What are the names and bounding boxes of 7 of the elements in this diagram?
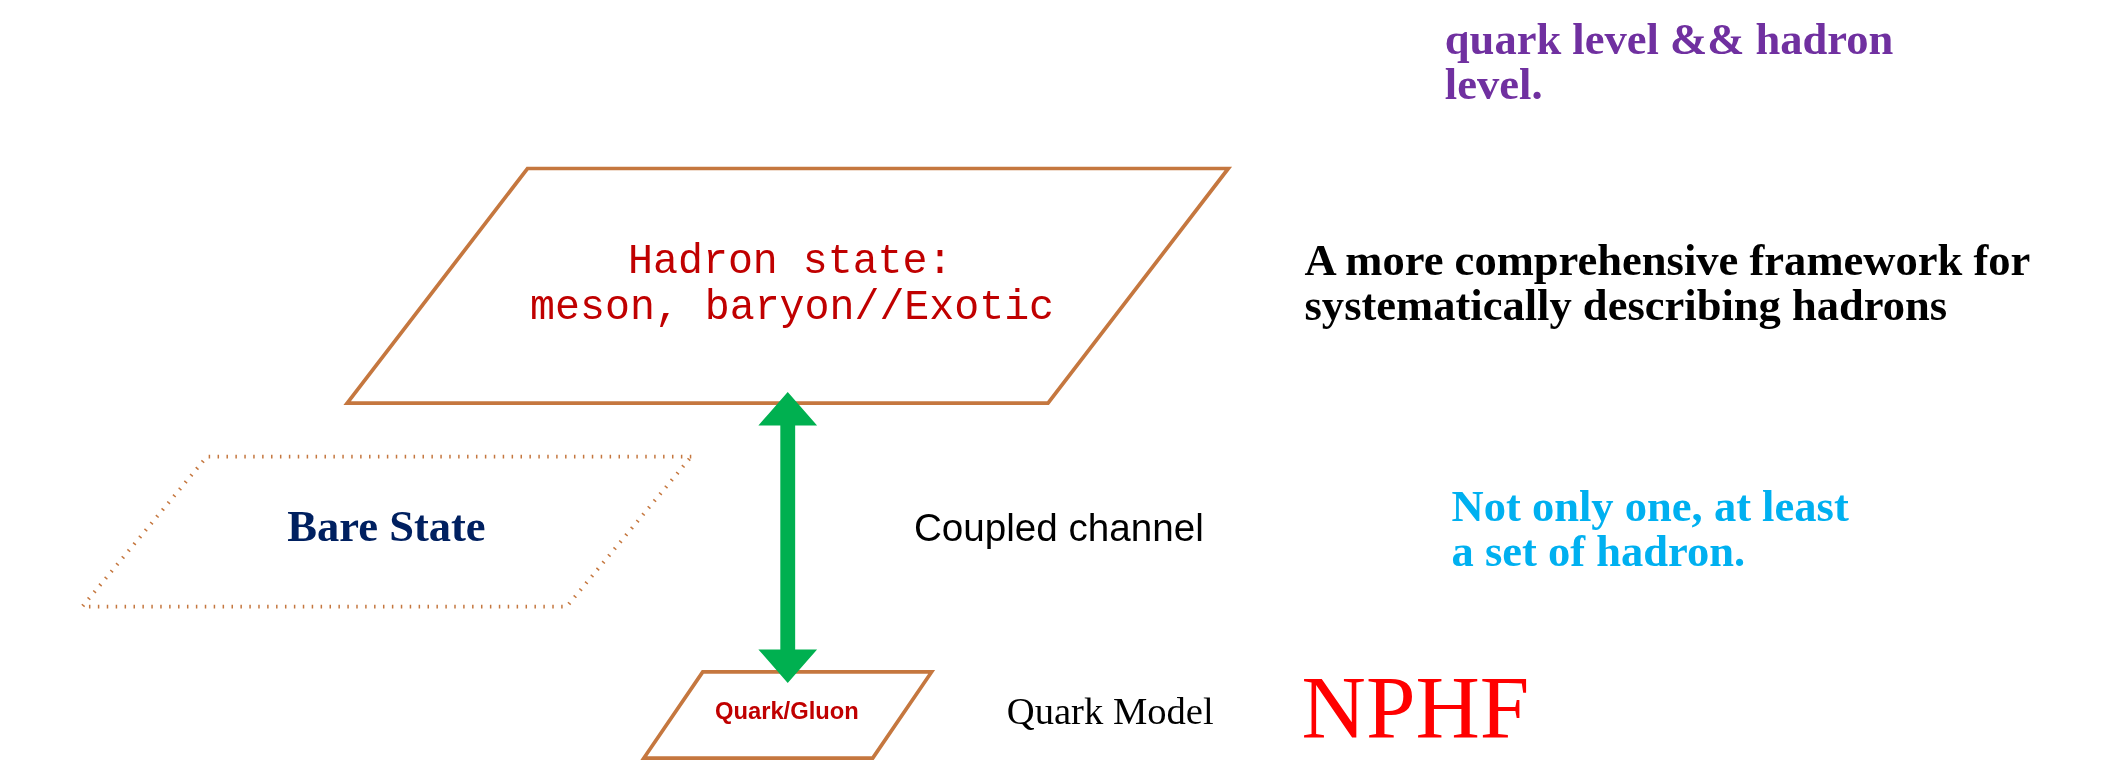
label: Quark Model xyxy=(1006,690,1214,733)
label: quark level && hadron level. xyxy=(1444,14,1894,109)
label: Not only one, at least a set of hadron. xyxy=(1451,481,1849,576)
label: NPHF xyxy=(1301,658,1530,757)
arrow xyxy=(758,391,818,683)
label: A more comprehensive framework for systematically describing hadrons xyxy=(1304,235,2031,330)
label: Coupled channel xyxy=(913,505,1204,549)
